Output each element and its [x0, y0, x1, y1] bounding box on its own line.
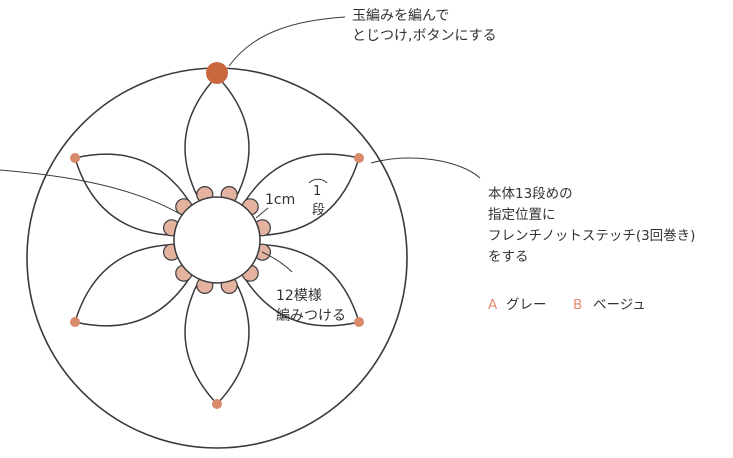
crochet-button-icon	[206, 62, 228, 84]
knot-note-line-1: 本体13段めの	[488, 186, 573, 202]
legend-a-letter: A	[488, 297, 498, 313]
knot-note-line-4: をする	[488, 249, 529, 265]
inner-center-circle	[173, 196, 261, 284]
petal-1	[184, 74, 250, 199]
knot-note-line-3: フレンチノットステッチ(3回巻き)	[488, 228, 695, 244]
motif-note-line-2: 編みつける	[276, 308, 346, 324]
button-note-line-2: とじつけ,ボタンにする	[352, 28, 497, 44]
motif-leader-line	[261, 251, 293, 273]
petal-4	[184, 281, 250, 406]
french-knot-icon	[354, 317, 364, 327]
rows-unit-label: 段	[312, 203, 325, 218]
spacing-leader-line	[255, 207, 269, 219]
spacing-bracket	[308, 178, 328, 184]
rows-number-label: 1	[313, 184, 321, 199]
button-note-line-1: 玉編みを編んで	[352, 8, 449, 24]
legend-b-label: ベージュ	[593, 297, 646, 313]
french-knot-icon	[70, 153, 80, 163]
petal-tip-knots	[70, 153, 364, 409]
french-knot-icon	[212, 399, 222, 409]
knot-note-line-2: 指定位置に	[488, 207, 556, 223]
legend-b-letter: B	[573, 297, 582, 313]
button-leader-line	[228, 16, 346, 67]
spacing-value-label: 1cm	[265, 192, 295, 208]
flower-petals	[74, 74, 360, 406]
legend-a-label: グレー	[506, 297, 547, 313]
french-knot-icon	[354, 153, 364, 163]
left-leader-line	[0, 169, 183, 216]
french-knot-icon	[70, 317, 80, 327]
motif-note-line-1: 12模様	[276, 288, 322, 304]
knot-leader-line	[370, 157, 481, 179]
